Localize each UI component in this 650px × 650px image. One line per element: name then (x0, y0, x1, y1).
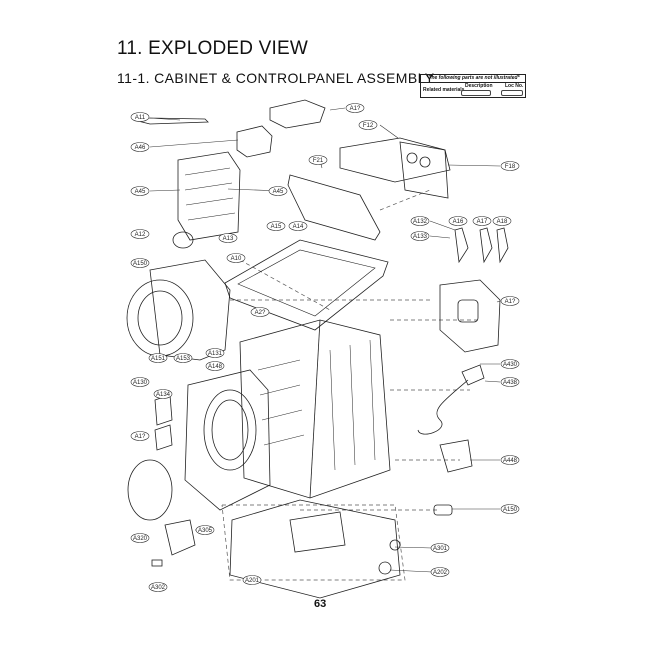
svg-text:F12: F12 (363, 123, 374, 129)
callout-a46: A46 (130, 142, 150, 152)
top-cover-part (224, 239, 389, 331)
svg-text:A45: A45 (135, 189, 146, 195)
pcb-top-part (399, 141, 449, 199)
svg-text:A305: A305 (198, 528, 213, 534)
svg-text:F18: F18 (505, 164, 516, 170)
svg-text:A134: A134 (156, 392, 171, 398)
control-panel-part (287, 174, 381, 241)
callout-a150: A150 (130, 258, 150, 268)
callout-f12: F12 (358, 120, 378, 130)
callout-a301: A301 (430, 543, 450, 553)
callout-f18: F18 (500, 161, 520, 171)
svg-text:A148: A148 (208, 364, 223, 370)
callout-a202: A202 (430, 567, 450, 577)
svg-text:F21: F21 (313, 158, 324, 164)
callout-a153: A153 (173, 353, 193, 363)
legend-col-description: Description (465, 83, 493, 89)
callout-a16: A16 (448, 216, 468, 226)
callout-a438: A438 (500, 377, 520, 387)
svg-text:A302: A302 (151, 585, 166, 591)
svg-text:A1?: A1? (505, 299, 516, 305)
svg-text:A130: A130 (133, 380, 148, 386)
callout-a18: A18 (492, 216, 512, 226)
callout-a_back: A1? (500, 296, 520, 306)
callout-a11: A11 (130, 112, 150, 122)
svg-text:A320: A320 (133, 536, 148, 542)
callout-a134: A134 (153, 389, 173, 399)
legend-header: *The following parts are not illustrated… (421, 75, 525, 83)
base-frame-part (229, 499, 401, 599)
legend-row-label: Related materials (423, 87, 465, 93)
svg-text:A15: A15 (271, 224, 282, 230)
svg-text:A2?: A2? (255, 310, 266, 316)
detergent-box-part (339, 137, 451, 183)
callout-a305: A305 (195, 525, 215, 535)
svg-text:A151: A151 (151, 356, 166, 362)
svg-text:A1?: A1? (350, 106, 361, 112)
svg-text:A131: A131 (208, 351, 223, 357)
svg-text:A18: A18 (497, 219, 508, 225)
svg-text:A14: A14 (293, 224, 304, 230)
svg-text:A1?: A1? (135, 434, 146, 440)
svg-text:A16: A16 (453, 219, 464, 225)
svg-text:A132: A132 (413, 219, 428, 225)
svg-text:A438: A438 (503, 380, 518, 386)
callout-a_top: A1? (345, 103, 365, 113)
svg-text:A17: A17 (477, 219, 488, 225)
callout-a302: A302 (148, 582, 168, 592)
legend-col-loc: Loc No. (505, 83, 524, 89)
svg-text:A150: A150 (133, 261, 148, 267)
top-assembly-part (269, 99, 326, 129)
svg-text:A301: A301 (433, 546, 448, 552)
callout-a10: A10 (226, 253, 246, 263)
callout-a201: A201 (242, 575, 262, 585)
svg-text:A12: A12 (135, 232, 146, 238)
svg-text:A150: A150 (503, 507, 518, 513)
callout-a320: A320 (130, 533, 150, 543)
section-subtitle: 11-1. CABINET & CONTROLPANEL ASSEMBLY (117, 70, 435, 86)
callout-a45-left: A45 (130, 186, 150, 196)
svg-text:A45: A45 (273, 189, 284, 195)
callout-a132: A132 (410, 216, 430, 226)
callout-a150-r: A150 (500, 504, 520, 514)
svg-text:A133: A133 (413, 234, 428, 240)
pcb-board-part (177, 151, 241, 241)
callout-a131: A131 (205, 348, 225, 358)
page-number: 63 (314, 598, 327, 610)
svg-text:A13: A13 (223, 236, 234, 242)
control-module-part (236, 125, 273, 158)
svg-text:A46: A46 (135, 145, 146, 151)
callout-a15: A15 (266, 221, 286, 231)
callout-a_hinge: A1? (130, 431, 150, 441)
svg-text:A10: A10 (231, 256, 242, 262)
callout-a430: A430 (500, 359, 520, 369)
callout-a148: A148 (205, 361, 225, 371)
callout-a130: A130 (130, 377, 150, 387)
not-illustrated-legend: *The following parts are not illustrated… (420, 74, 526, 98)
page-title: 11. EXPLODED VIEW (117, 38, 308, 59)
callout-f21: F21 (308, 155, 328, 165)
legend-sample-description (461, 90, 491, 96)
callout-a12: A12 (130, 229, 150, 239)
svg-text:A201: A201 (245, 578, 260, 584)
front-panel-part (184, 369, 271, 511)
svg-text:A430: A430 (503, 362, 518, 368)
callout-a151: A151 (148, 353, 168, 363)
legend-sample-loc (501, 90, 523, 96)
callout-a14: A14 (288, 221, 308, 231)
callout-a_panel: A2? (250, 307, 270, 317)
callout-a45-right: A45 (268, 186, 288, 196)
svg-text:A153: A153 (176, 356, 191, 362)
callout-a17: A17 (472, 216, 492, 226)
back-cover-part (439, 279, 501, 353)
callout-a133: A133 (410, 231, 430, 241)
callout-a448: A448 (500, 455, 520, 465)
svg-text:A202: A202 (433, 570, 448, 576)
svg-text:A448: A448 (503, 458, 518, 464)
svg-text:A11: A11 (135, 115, 146, 121)
callout-a13: A13 (218, 233, 238, 243)
